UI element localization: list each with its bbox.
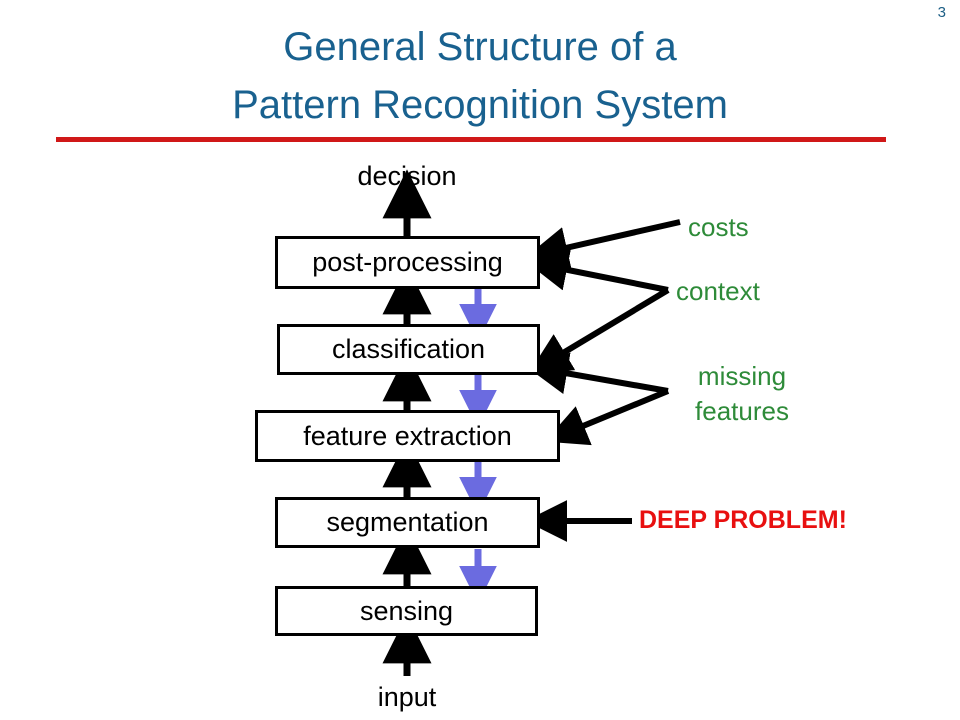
label-input: input [377,682,437,712]
page-number: 3 [937,4,946,21]
node-classification[interactable]: classification [277,324,540,375]
node-feature-extraction[interactable]: feature extraction [255,410,560,462]
page-title-line-1: General Structure of a [283,25,677,69]
connector-missingfeatures-to-classification [525,352,669,394]
connector-costs-to-postprocessing [525,219,681,269]
node-label: feature extraction [303,420,512,451]
label-decision: decision [357,161,457,191]
connector-context-to-classification [528,287,670,374]
annotation-missing-features-line-1: missing [697,361,787,391]
annotation-deep-problem: DEEP PROBLEM! [639,506,847,534]
annotation-missing-features: missing features [672,359,812,429]
node-label: segmentation [326,507,489,537]
node-segmentation[interactable]: segmentation [275,497,540,548]
node-label: post-processing [312,247,503,277]
page-title: General Structure of a Pattern Recogniti… [0,18,960,134]
annotation-costs: costs [688,212,749,242]
title-divider-rule [56,137,886,142]
annotation-missing-features-line-2: features [695,396,789,427]
node-sensing[interactable]: sensing [275,586,538,636]
node-label: classification [331,334,486,364]
annotation-context: context [676,276,760,306]
page-title-line-2: Pattern Recognition System [232,83,728,127]
connector-context-to-postprocessing [525,249,669,293]
connector-missingfeatures-to-featureextraction [544,388,670,446]
annotation-connectors [525,219,681,542]
node-post-processing[interactable]: post-processing [275,236,540,289]
node-label: sensing [359,595,454,626]
